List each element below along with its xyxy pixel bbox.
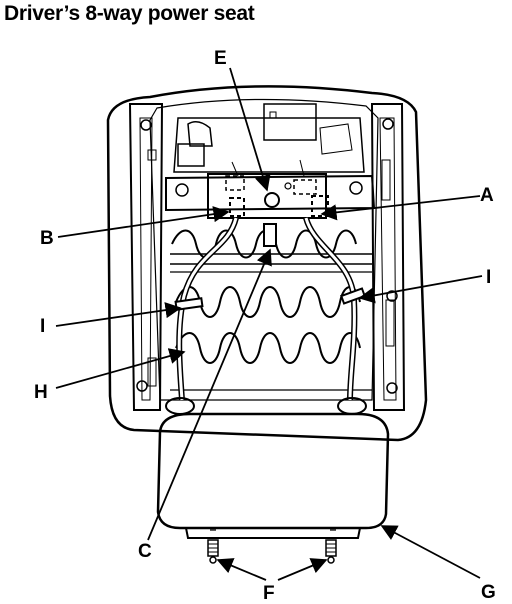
callout-b: B (40, 228, 54, 249)
seat-cushion (156, 397, 390, 564)
seat-back-frame (106, 85, 428, 442)
diagram-title: Driver’s 8-way power seat (4, 2, 255, 25)
wire-harness (174, 217, 366, 401)
callout-f: F (263, 583, 275, 604)
callout-g: G (481, 582, 496, 603)
callout-i-right: I (486, 267, 491, 288)
callout-h: H (34, 382, 48, 403)
mounting-bolt-right (325, 539, 337, 564)
callout-e: E (214, 48, 227, 69)
callout-i-left: I (40, 316, 45, 337)
callout-c: C (138, 541, 152, 562)
callout-a: A (480, 185, 494, 206)
mounting-bolt-left (207, 539, 219, 564)
leader-lines (55, 67, 483, 581)
